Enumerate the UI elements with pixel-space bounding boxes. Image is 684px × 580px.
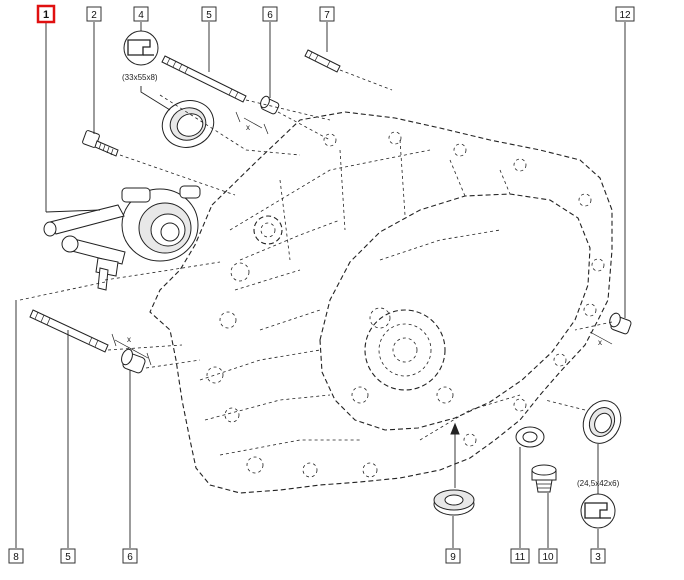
part-dowel-right xyxy=(609,312,632,335)
callout-6-bottom[interactable]: 6 xyxy=(122,548,138,564)
callout-label: 6 xyxy=(267,10,273,21)
callout-8[interactable]: 8 xyxy=(8,548,24,564)
callout-5-bottom[interactable]: 5 xyxy=(60,548,76,564)
callout-label: 5 xyxy=(206,10,212,21)
callout-2[interactable]: 2 xyxy=(86,6,102,22)
part-stud-small xyxy=(304,49,341,73)
callout-5-top[interactable]: 5 xyxy=(201,6,217,22)
lip-seal-icon xyxy=(123,30,159,66)
callout-label: 1 xyxy=(43,9,49,21)
callout-label: 9 xyxy=(450,552,456,563)
dimension-label: x xyxy=(246,123,250,132)
part-washer xyxy=(515,426,545,448)
part-dowel-bottom xyxy=(121,348,146,374)
callout-label: 6 xyxy=(127,552,133,563)
callout-label: 4 xyxy=(138,10,144,21)
callout-9[interactable]: 9 xyxy=(445,548,461,564)
callout-1[interactable]: 1 xyxy=(36,4,56,24)
lip-seal-icon xyxy=(580,493,616,529)
dimension-x-top: x xyxy=(235,111,269,135)
part-oil-seal-input xyxy=(161,100,215,148)
part-clutch-slave-cylinder xyxy=(43,185,201,291)
dimension-label: x xyxy=(598,338,602,347)
callout-12[interactable]: 12 xyxy=(615,6,635,22)
leader-lines xyxy=(15,22,626,548)
part-dowel-top xyxy=(260,95,280,115)
dimension-label: x xyxy=(127,335,131,344)
callout-10[interactable]: 10 xyxy=(538,548,558,564)
callout-11[interactable]: 11 xyxy=(510,548,530,564)
part-stud-top xyxy=(161,55,247,103)
callout-label: 7 xyxy=(324,10,330,21)
part-stud-bottom xyxy=(29,309,109,353)
part-seal-ring xyxy=(433,489,475,516)
callout-6-top[interactable]: 6 xyxy=(262,6,278,22)
part-oil-seal-output xyxy=(582,400,622,444)
part-bolt xyxy=(82,130,119,157)
assembly-lines xyxy=(19,69,613,488)
callout-3[interactable]: 3 xyxy=(590,548,606,564)
callout-label: 10 xyxy=(542,552,554,563)
dimension-x-right: x xyxy=(589,331,613,347)
callout-7[interactable]: 7 xyxy=(319,6,335,22)
callout-label: 5 xyxy=(65,552,71,563)
callout-label: 2 xyxy=(91,10,97,21)
callout-label: 3 xyxy=(595,552,601,563)
callout-label: 8 xyxy=(13,552,19,563)
seal-spec-top: (33x55x8) xyxy=(122,73,158,82)
callout-4[interactable]: 4 xyxy=(133,6,149,22)
gearbox-housing xyxy=(149,111,613,494)
callout-label: 12 xyxy=(619,10,631,21)
callout-label: 11 xyxy=(515,552,526,563)
dimension-x-bottom: x xyxy=(111,333,152,366)
part-drain-plug xyxy=(531,464,557,493)
